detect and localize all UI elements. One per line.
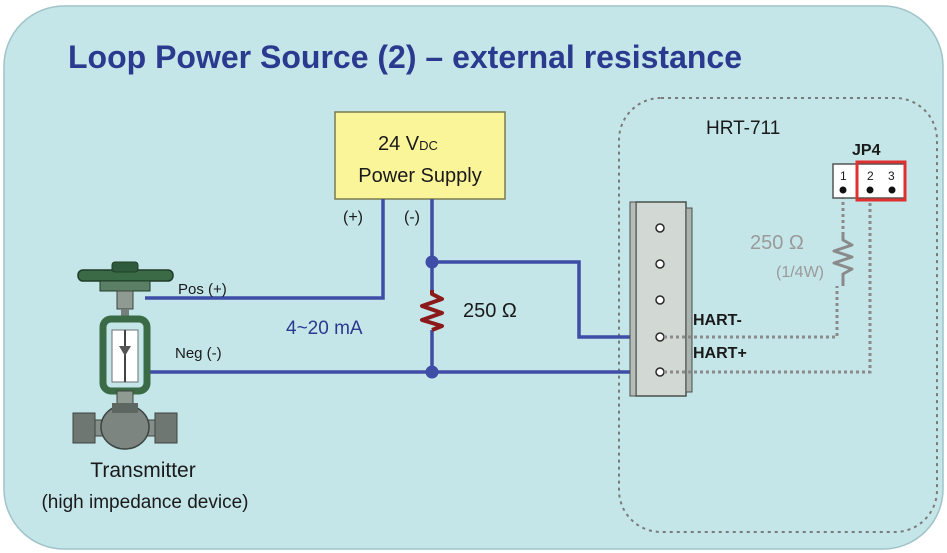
hart-minus-label: HART- xyxy=(693,312,742,329)
transmitter-pos-label: Pos (+) xyxy=(178,281,227,298)
hrt711-label: HRT-711 xyxy=(706,118,780,139)
jp4-pin xyxy=(888,186,896,194)
supply-neg-label: (-) xyxy=(404,209,420,226)
jp4-label: JP4 xyxy=(852,142,881,159)
jp4-jumper-cap xyxy=(855,160,907,202)
panel-background xyxy=(3,5,944,550)
internal-resistor-rating: (1/4W) xyxy=(776,264,824,281)
terminal-block-edge xyxy=(629,201,637,397)
power-supply-title: Power Supply xyxy=(358,165,481,187)
internal-resistor xyxy=(832,234,854,286)
wire-positive xyxy=(145,199,385,300)
junction-lower xyxy=(425,365,439,379)
terminal-screw xyxy=(655,332,665,342)
jp4-pin-3-label: 3 xyxy=(888,169,895,183)
terminal-screw xyxy=(655,223,665,233)
transmitter-subtitle: (high impedance device) xyxy=(41,492,248,513)
jp4-pin xyxy=(839,186,847,194)
power-supply-box xyxy=(334,111,506,200)
main-resistor xyxy=(420,290,444,332)
jp4-pin-2-label: 2 xyxy=(867,169,874,183)
junction-upper xyxy=(425,255,439,269)
hart-plus-label: HART+ xyxy=(693,345,747,362)
terminal-screw xyxy=(655,367,665,377)
terminal-screw xyxy=(655,295,665,305)
jp4-pin xyxy=(866,186,874,194)
wiring xyxy=(145,199,660,374)
current-label: 4~20 mA xyxy=(286,318,363,339)
terminal-screw xyxy=(655,259,665,269)
main-resistor-label: 250 Ω xyxy=(463,300,517,322)
transmitter-neg-label: Neg (-) xyxy=(175,345,222,362)
internal-resistor-value: 250 Ω xyxy=(750,232,804,254)
diagram-title: Loop Power Source (2) – external resista… xyxy=(68,39,742,75)
hrt711-module-border xyxy=(618,97,938,533)
transmitter-name: Transmitter xyxy=(90,459,195,482)
terminal-block-side xyxy=(685,207,693,393)
power-supply-voltage: 24 VDC xyxy=(378,133,438,155)
terminal-block xyxy=(629,201,693,397)
supply-pos-label: (+) xyxy=(343,209,363,226)
internal-wire-hart-minus xyxy=(664,286,839,339)
internal-wire-hart-plus xyxy=(664,190,872,374)
transmitter-valve-icon xyxy=(72,261,178,450)
jp4-pin-1-label: 1 xyxy=(840,169,847,183)
wire-hart-minus xyxy=(432,260,660,339)
